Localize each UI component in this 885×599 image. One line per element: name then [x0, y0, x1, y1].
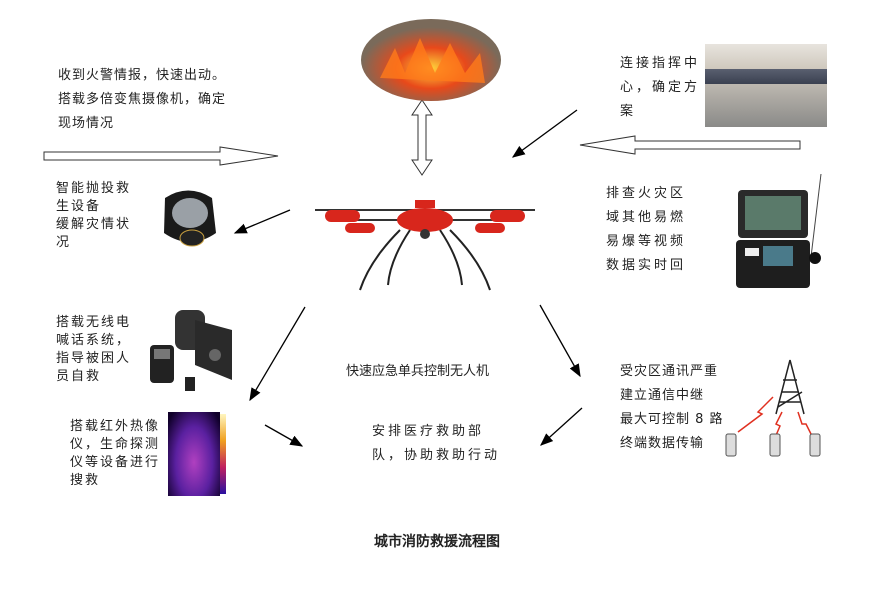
text-thermal: 搭载红外热像 仪，生命探测 仪等设备进行 搜救 [70, 418, 160, 490]
text-line: 仪，生命探测 [70, 437, 161, 452]
text-line: 生设备 [56, 199, 102, 214]
text-medical: 安排医疗救助部 队，协助救助行动 [372, 420, 500, 468]
hollow-arrow-left [579, 135, 801, 155]
text-line: 心，确定方 [620, 80, 701, 95]
command-center-image [705, 44, 827, 127]
text-relay: 受灾区通讯严重 建立通信中继 最大可控制 8 路 终端数据传输 [620, 360, 724, 456]
text-line: 收到火警情报，快速出动。 [58, 68, 227, 83]
text-line: 员自救 [56, 369, 102, 384]
text-line: 安排医疗救助部 [372, 424, 485, 439]
double-arrow-vertical [411, 99, 433, 176]
drone-image [315, 200, 535, 291]
text-line: 连接指挥中 [620, 56, 701, 71]
text-alarm: 收到火警情报，快速出动。 搭载多倍变焦摄像机，确定 现场情况 [58, 64, 226, 136]
arrow-drone-to-thermal [249, 306, 306, 402]
megaphone-image [150, 310, 232, 391]
text-line: 喊话系统， [56, 333, 132, 348]
relay-tower-image [725, 359, 821, 457]
arrow-drone-to-relay [539, 304, 581, 378]
text-line: 况 [56, 235, 72, 250]
hollow-arrow-right [43, 146, 279, 166]
text-rescue-drop: 智能抛投救 生设备 缓解灾情状 况 [56, 180, 131, 252]
text-line: 搭载多倍变焦摄像机，确定 [58, 92, 227, 107]
text-line: 数据实时回 [606, 258, 687, 273]
text-video: 排查火灾区 域其他易燃 易爆等视频 数据实时回 [606, 182, 686, 278]
text-line: 案 [620, 104, 637, 119]
text-line: 搭载红外热像 [70, 419, 161, 434]
diagram-caption: 城市消防救援流程图 [374, 534, 500, 550]
text-line: 仪等设备进行 [70, 455, 161, 470]
text-center-drone: 快速应急单兵控制无人机 [346, 364, 490, 379]
gas-mask-image [164, 190, 216, 247]
arrow-command-to-drone [511, 109, 578, 158]
text-line: 智能抛投救 [56, 181, 132, 196]
text-line: 受灾区通讯严重 [620, 364, 719, 379]
text-line: 终端数据传输 [620, 436, 705, 451]
thermal-scale-bar [220, 414, 226, 494]
text-command: 连接指挥中 心，确定方 案 [620, 52, 700, 124]
text-line: 域其他易燃 [606, 210, 687, 225]
ground-station-image [736, 173, 822, 288]
arrow-thermal-to-medical [264, 424, 304, 447]
text-line: 搭载无线电 [56, 315, 132, 330]
text-line: 指导被困人 [56, 351, 132, 366]
text-line: 队，协助救助行动 [372, 448, 501, 463]
text-line: 最大可控制 8 路 [620, 412, 724, 427]
arrow-relay-to-medical [540, 407, 583, 446]
arrow-drone-to-mask [233, 209, 291, 234]
thermal-image [168, 412, 220, 496]
text-line: 排查火灾区 [606, 186, 687, 201]
text-megaphone: 搭载无线电 喊话系统， 指导被困人 员自救 [56, 314, 131, 386]
text-line: 现场情况 [58, 116, 115, 131]
text-line: 易爆等视频 [606, 234, 687, 249]
fire-image [361, 19, 501, 101]
text-line: 建立通信中继 [620, 388, 705, 403]
text-line: 缓解灾情状 [56, 217, 132, 232]
text-line: 搜救 [70, 473, 101, 488]
